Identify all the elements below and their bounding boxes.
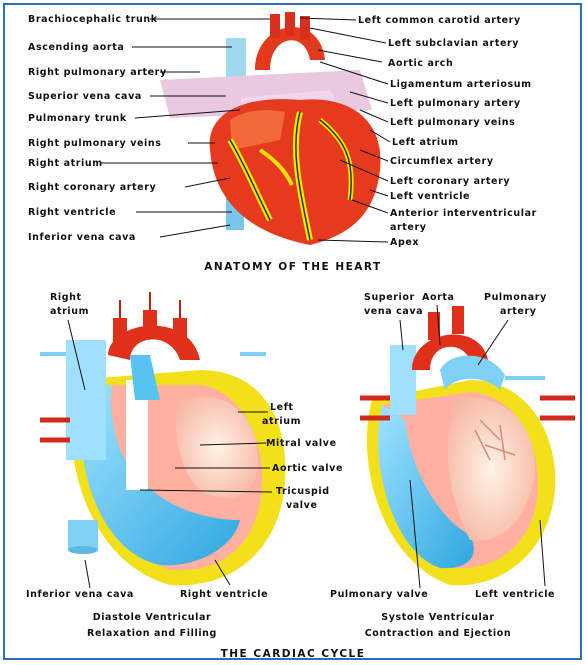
label-left-common-carotid-artery: Left common carotid artery xyxy=(358,15,521,26)
label-superior-vena-cava: Superior vena cava xyxy=(28,91,142,102)
label-sys-aorta: Aorta xyxy=(422,292,455,303)
label-ligamentum-arteriosum: Ligamentum arteriosum xyxy=(390,79,532,90)
systole-heart-illustration xyxy=(360,306,575,585)
title-cardiac-cycle: THE CARDIAC CYCLE xyxy=(221,648,366,660)
label-right-pulmonary-veins: Right pulmonary veins xyxy=(28,138,162,149)
label-brachiocephalic-trunk: Brachiocephalic trunk xyxy=(28,14,158,25)
label-sys-superior: Superior xyxy=(364,292,415,303)
label-tricuspid: Tricuspid xyxy=(276,486,330,497)
label-artery: artery xyxy=(390,222,427,233)
label-right-coronary-artery: Right coronary artery xyxy=(28,182,156,193)
label-apex: Apex xyxy=(390,237,419,248)
label-left-ventricle: Left ventricle xyxy=(390,191,470,202)
label-aortic-arch: Aortic arch xyxy=(388,58,453,69)
label-dia-right: Right xyxy=(50,292,82,303)
label-dia-left: Left xyxy=(270,402,294,413)
caption-diastole-2: Relaxation and Filling xyxy=(87,628,217,639)
label-sys-vena-cava: vena cava xyxy=(364,306,423,317)
label-left-atrium: Left atrium xyxy=(392,137,459,148)
label-right-atrium: Right atrium xyxy=(28,158,103,169)
label-right-pulmonary-artery: Right pulmonary artery xyxy=(28,67,167,78)
label-pulmonary-trunk: Pulmonary trunk xyxy=(28,113,127,124)
label-left-coronary-artery: Left coronary artery xyxy=(390,176,510,187)
label-dia-inferior-vena-cava: Inferior vena cava xyxy=(26,589,134,600)
label-dia-atrium: atrium xyxy=(50,306,89,317)
label-circumflex-artery: Circumflex artery xyxy=(390,156,494,167)
label-left-subclavian-artery: Left subclavian artery xyxy=(388,38,519,49)
label-left-pulmonary-veins: Left pulmonary veins xyxy=(390,117,515,128)
label-dia-right-ventricle: Right ventricle xyxy=(180,589,268,600)
label-dia-left-atrium: atrium xyxy=(262,416,301,427)
label-inferior-vena-cava: Inferior vena cava xyxy=(28,232,136,243)
label-anterior-interventricular: Anterior interventricular xyxy=(390,208,537,219)
label-ascending-aorta: Ascending aorta xyxy=(28,42,124,53)
label-right-ventricle: Right ventricle xyxy=(28,207,116,218)
label-sys-left-ventricle: Left ventricle xyxy=(475,589,555,600)
label-tricuspid-valve: valve xyxy=(286,500,318,511)
label-mitral-valve: Mitral valve xyxy=(266,438,337,449)
label-aortic-valve: Aortic valve xyxy=(272,463,343,474)
label-left-pulmonary-artery: Left pulmonary artery xyxy=(390,98,521,109)
caption-diastole-1: Diastole Ventricular xyxy=(93,612,212,623)
caption-systole-1: Systole Ventricular xyxy=(381,612,494,623)
diastole-heart-illustration xyxy=(40,292,285,585)
label-sys-artery: artery xyxy=(500,306,537,317)
title-anatomy: ANATOMY OF THE HEART xyxy=(204,261,381,273)
label-sys-pulmonary: Pulmonary xyxy=(484,292,547,303)
caption-systole-2: Contraction and Ejection xyxy=(365,628,512,639)
label-pulmonary-valve: Pulmonary valve xyxy=(330,589,428,600)
